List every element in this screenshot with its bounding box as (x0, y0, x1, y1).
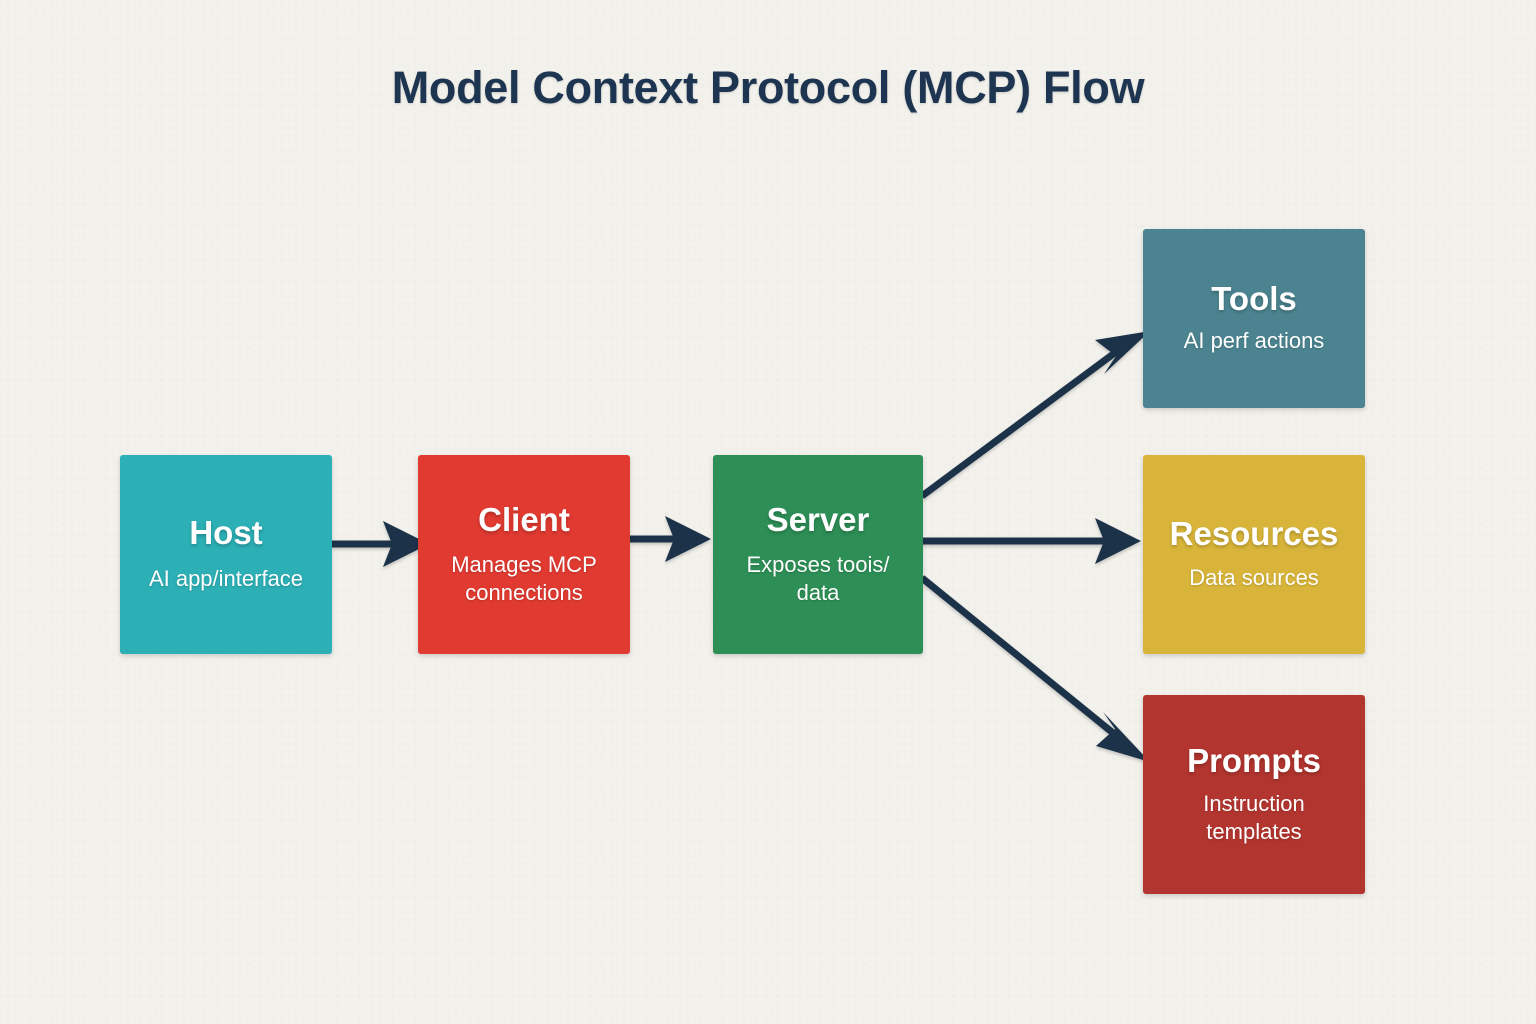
node-resources-title: Resources (1169, 515, 1339, 553)
node-server-title: Server (766, 500, 870, 538)
arrow-server-to-prompts (919, 575, 1150, 762)
node-host-subtitle: AI app/interface (148, 566, 304, 592)
node-client[interactable]: Client Manages MCP connections (418, 455, 630, 654)
arrow-server-to-resources (922, 518, 1141, 564)
node-prompts-subtitle: Instruction templates (1203, 791, 1305, 844)
arrow-client-to-server (630, 516, 711, 562)
arrow-server-to-tools (919, 331, 1150, 499)
node-server[interactable]: Server Exposes toois/ data (713, 455, 923, 654)
node-host[interactable]: Host AI app/interface (120, 455, 332, 654)
node-client-title: Client (478, 500, 570, 538)
node-client-subtitle: Manages MCP connections (451, 552, 597, 605)
node-resources-subtitle: Data sources (1189, 565, 1319, 591)
node-tools[interactable]: Tools AI perf actions (1143, 229, 1365, 408)
node-prompts[interactable]: Prompts Instruction templates (1143, 695, 1365, 894)
node-server-subtitle: Exposes toois/ data (746, 552, 890, 605)
page-title: Model Context Protocol (MCP) Flow (391, 62, 1145, 113)
arrow-host-to-client (332, 521, 429, 567)
node-tools-subtitle: AI perf actions (1183, 328, 1325, 354)
node-host-title: Host (189, 514, 263, 552)
node-prompts-title: Prompts (1187, 741, 1321, 779)
node-resources[interactable]: Resources Data sources (1143, 455, 1365, 654)
node-tools-title: Tools (1211, 280, 1297, 318)
